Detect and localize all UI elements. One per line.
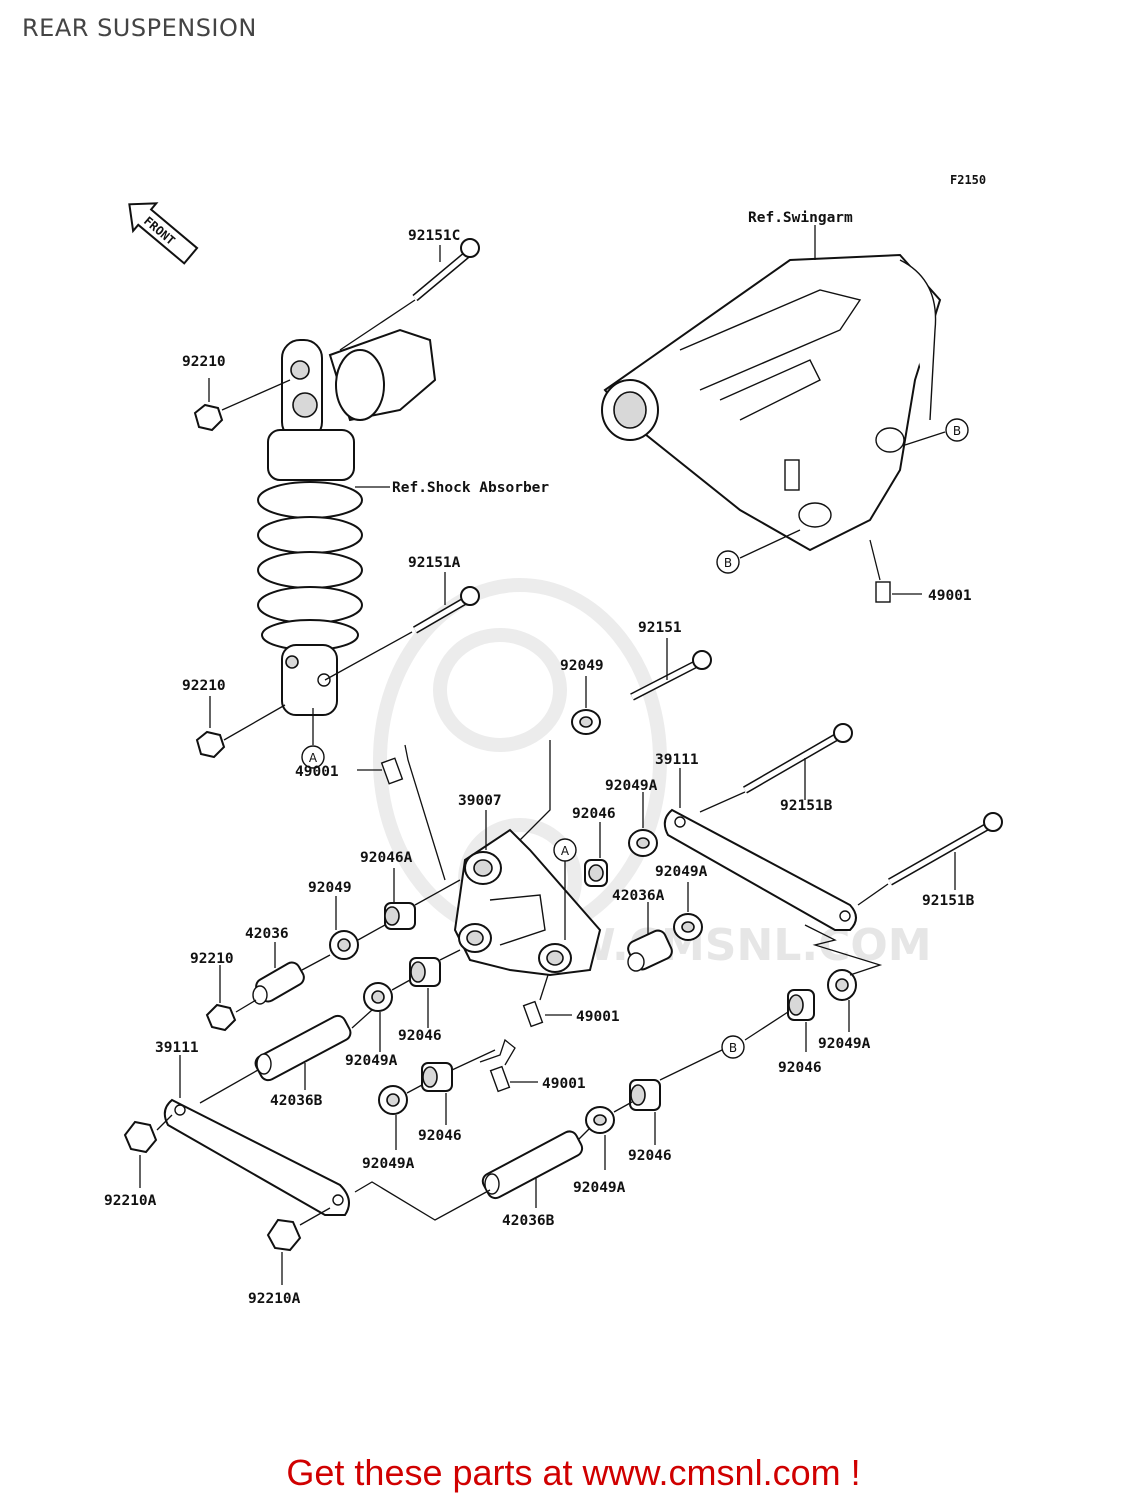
nut-92210-mid [195,730,226,759]
label-92046-low: 92046 [418,1128,462,1144]
sleeve-42036 [252,961,305,1005]
label-39111-right: 39111 [655,752,699,768]
label-92151c: 92151C [408,228,460,244]
washer-92049a-low2 [585,1106,615,1134]
swingarm-ref-label: Ref.Swingarm [748,210,853,226]
bolt-92151b-bottom [888,812,1003,886]
marker-b-swingarm-top [945,418,969,442]
label-49001-low: 49001 [542,1076,586,1092]
label-92049a-low2: 92049A [573,1180,626,1196]
label-92151a: 92151A [408,555,461,571]
nut-92210-top [193,403,224,432]
label-42036: 42036 [245,926,289,942]
label-92151b-top: 92151B [780,798,833,814]
figure-code: F2150 [950,173,986,187]
washer-92049a-far-right [827,969,857,1001]
marker-a-shock-label: A [309,751,318,765]
label-42036a: 42036A [612,888,665,904]
grease-nipple-49001-low [489,1065,511,1093]
sleeve-42036a [627,929,673,972]
sleeve-42036b-low [481,1130,584,1200]
swingarm-ref-illustration [601,253,942,552]
label-92210a-bottom: 92210A [248,1291,301,1307]
label-92151: 92151 [638,620,682,636]
label-39007: 39007 [458,793,502,809]
label-92049a-low: 92049A [362,1156,415,1172]
nut-92210a-left [123,1120,158,1154]
bearing-92046-right [787,989,815,1021]
label-92046-mid: 92046 [398,1028,442,1044]
washer-92049a-mid [363,982,393,1012]
washer-92049-top [571,709,601,735]
marker-b-swingarm-low-label: B [724,556,732,570]
washer-92049a-top [628,829,658,857]
bearing-92046-top [584,859,608,887]
label-92046-right: 92046 [778,1060,822,1076]
marker-a-rocker-label: A [561,844,570,858]
marker-b-lower [721,1035,745,1059]
sleeve-42036b-left [254,1014,352,1082]
label-92049-left: 92049 [308,880,352,896]
page-title: REAR SUSPENSION [22,14,257,42]
label-49001-mid: 49001 [576,1009,620,1025]
nut-92210-left [205,1003,237,1032]
bearing-92046-low2 [629,1079,661,1111]
label-42036b-low: 42036B [502,1213,555,1229]
bearing-92046-low [421,1062,453,1092]
washer-92049-left [329,930,359,960]
label-39111-left: 39111 [155,1040,199,1056]
bearing-92046-mid [409,957,441,987]
label-92210-mid: 92210 [182,678,226,694]
washer-92049a-right [673,913,703,941]
grease-nipple-49001-swingarm [875,581,891,603]
bolt-92151 [630,650,712,701]
bolt-92151a [412,586,480,634]
footer-link[interactable]: Get these parts at www.cmsnl.com ! [286,1452,861,1493]
label-92049a-mid: 92049A [345,1053,398,1069]
bolt-92151c [412,238,480,302]
label-92210a-left: 92210A [104,1193,157,1209]
label-92049a-right: 92049A [655,864,708,880]
marker-b-swingarm-low [716,550,740,574]
label-92049a-top: 92049A [605,778,658,794]
nut-92210a-bottom [266,1218,302,1252]
label-42036b-left: 42036B [270,1093,323,1109]
label-92046-low2: 92046 [628,1148,672,1164]
marker-a-shock [301,745,325,769]
label-49001-left: 49001 [295,764,339,780]
marker-b-swingarm-top-label: B [953,424,961,438]
tie-rod-39111-left [163,1098,350,1216]
tie-rod-39111-right [663,808,857,931]
grease-nipple-49001-left [380,757,404,785]
shock-ref-label: Ref.Shock Absorber [392,480,549,496]
marker-b-lower-label: B [729,1041,737,1055]
front-arrow-icon: FRONT [128,202,199,265]
bolt-92151b-top [742,723,853,794]
label-92049-top: 92049 [560,658,604,674]
rocker-arm-39007 [453,828,602,977]
label-92151b-bottom: 92151B [922,893,975,909]
label-49001-swingarm: 49001 [928,588,972,604]
grease-nipple-49001-mid [522,1000,544,1028]
bearing-92046a [384,902,416,930]
label-92210-left: 92210 [190,951,234,967]
shock-absorber-illustration [257,328,437,716]
label-92046a: 92046A [360,850,413,866]
label-92049a-far: 92049A [818,1036,871,1052]
washer-92049a-low [378,1085,408,1115]
label-92046-top: 92046 [572,806,616,822]
label-92210-top: 92210 [182,354,226,370]
